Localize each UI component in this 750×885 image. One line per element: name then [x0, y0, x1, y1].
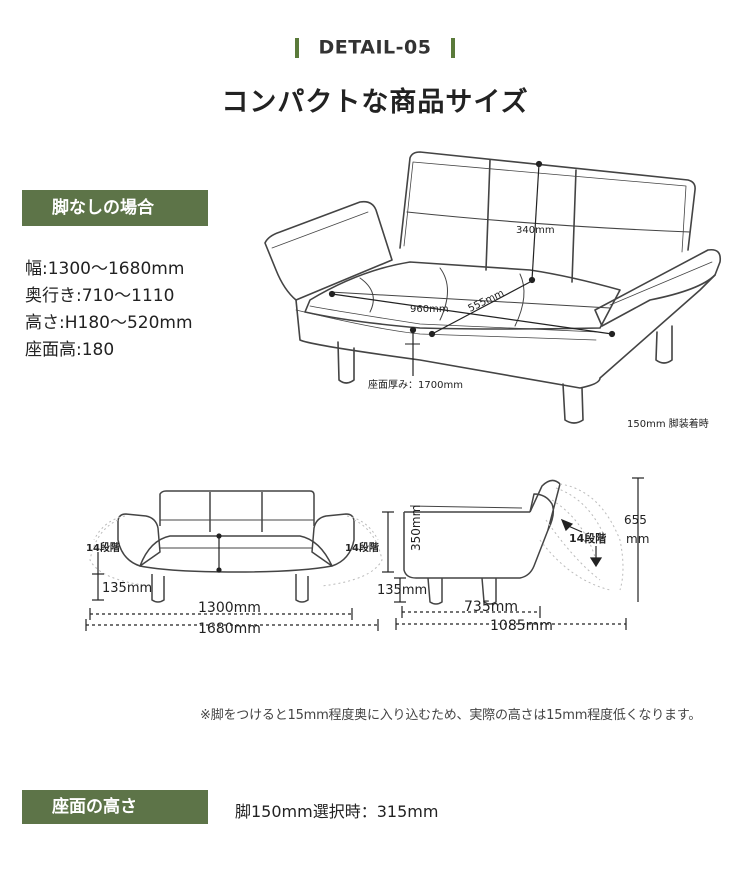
front-inner-width: 1300mm	[198, 600, 261, 616]
spec-width: 幅:1300〜1680mm	[25, 259, 185, 279]
no-legs-label: 脚なしの場合	[22, 190, 208, 226]
side-total-height-value: 655	[624, 513, 647, 527]
right-accent-bar	[451, 37, 456, 58]
back-height-label: 340mm	[516, 225, 555, 236]
front-right-steps: 14段階	[345, 541, 379, 554]
detail-label-text: DETAIL-05	[318, 36, 432, 59]
sofa-perspective-drawing	[264, 151, 722, 424]
front-measurements	[85, 533, 379, 631]
side-measurements	[382, 477, 644, 630]
seat-thickness-label: 座面厚み：1700mm	[368, 378, 463, 391]
sofa-side-view	[403, 479, 561, 605]
seat-width-label: 960mm	[410, 304, 449, 315]
side-back-steps: 14段階	[569, 531, 606, 545]
side-depth-reclined: 1085mm	[490, 618, 553, 634]
page-title: コンパクトな商品サイズ	[221, 87, 529, 118]
front-outer-width: 1680mm	[198, 621, 261, 637]
spec-height: 高さ:H180〜520mm	[25, 313, 193, 333]
front-left-steps: 14段階	[86, 541, 120, 554]
spec-depth: 奥行き:710〜1110	[25, 286, 175, 306]
detail-label: DETAIL-05	[0, 36, 750, 59]
legs-caption: 150mm 脚装着時	[627, 417, 709, 430]
side-depth-upright: 735mm	[464, 599, 518, 615]
left-accent-bar	[294, 37, 299, 58]
side-total-height-unit: mm	[626, 532, 649, 546]
seat-height-value: 脚150mm選択時：315mm	[235, 802, 439, 821]
spec-seat-height: 座面高:180	[25, 340, 115, 360]
back-angle-guides	[539, 483, 624, 591]
perspective-measurements	[328, 160, 616, 376]
spec-list: 幅:1300〜1680mm 奥行き:710〜1110 高さ:H180〜520mm…	[25, 256, 193, 364]
sofa-front-view	[117, 490, 355, 603]
side-back-height: 350mm	[409, 505, 423, 551]
side-seat-height: 135mm	[377, 583, 427, 598]
front-seat-height: 135mm	[102, 581, 152, 596]
seat-height-label: 座面の高さ	[22, 790, 208, 824]
legs-note: ※脚をつけると15mm程度奥に入り込むため、実際の高さは15mm程度低くなります…	[200, 708, 702, 723]
arm-angle-guides	[89, 515, 383, 587]
